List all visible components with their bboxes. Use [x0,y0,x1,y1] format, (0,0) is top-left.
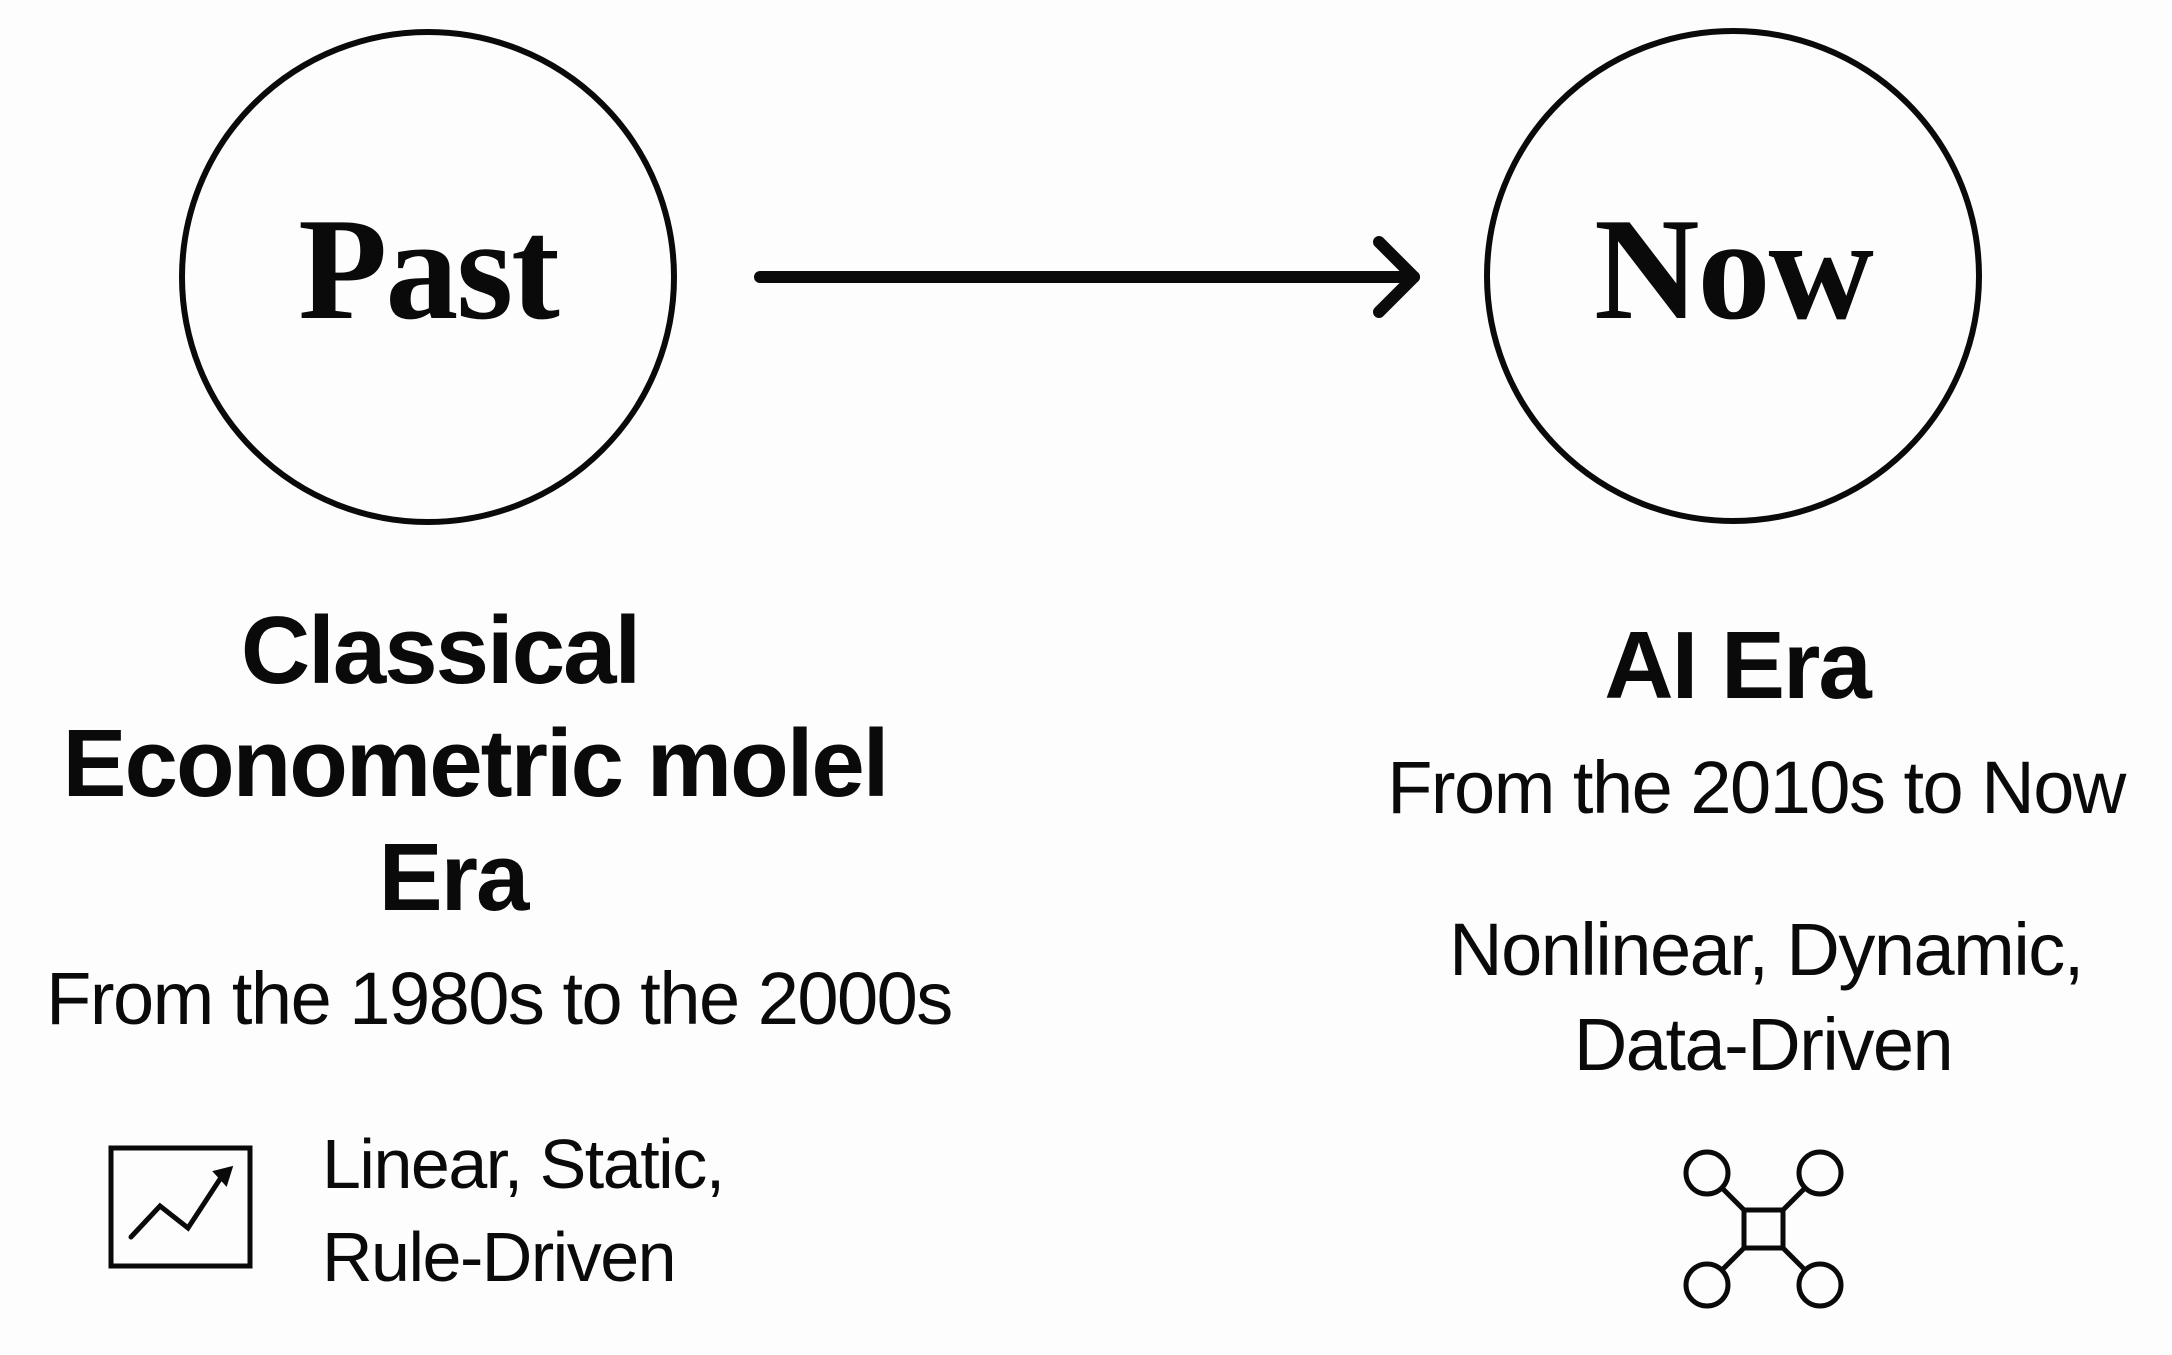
now-circle [1484,28,1982,524]
past-title-line-2: Econometric molel [62,710,890,817]
past-trait-2: Rule-Driven [322,1218,677,1296]
now-title: AI Era [1604,612,1871,719]
past-circle [179,29,677,525]
past-title-line-3: Era [378,824,530,931]
past-label: Past [298,188,560,350]
network-icon [1683,1149,1844,1309]
past-period: From the 1980s to the 2000s [46,957,953,1040]
now-label: Now [1594,188,1874,350]
past-title-line-1: Classical [240,597,641,704]
now-period: From the 2010s to Now [1387,746,2126,829]
past-trait-1: Linear, Static, [322,1125,725,1203]
arrow-right-icon [754,236,1420,318]
now-trait-1: Nonlinear, Dynamic, [1449,908,2084,991]
line-chart-icon [108,1145,253,1269]
now-trait-2: Data-Driven [1573,1003,1954,1086]
